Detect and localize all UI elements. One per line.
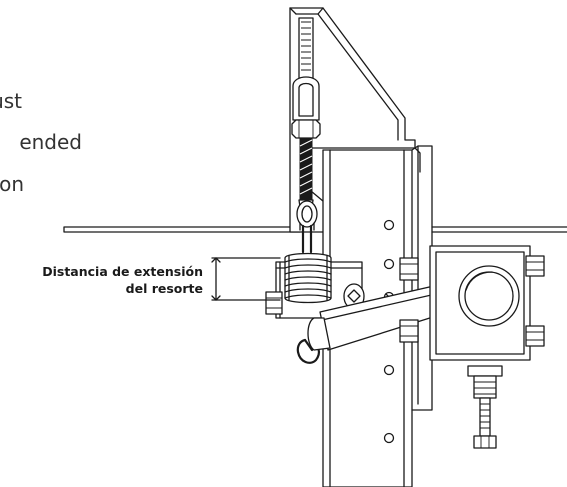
housing-bolt-left-top [399, 257, 419, 281]
adjuster-bolt [467, 365, 503, 449]
housing-bolt-right-bottom [525, 325, 545, 347]
block-bolt-head [265, 291, 283, 315]
intro-line-3: on [0, 172, 24, 196]
column-hole-5 [383, 432, 395, 444]
cable-thimble [296, 200, 318, 231]
eye-bolt [291, 17, 321, 139]
adjuster-bolt-head [473, 435, 497, 449]
horizontal-beam [63, 226, 567, 233]
extension-callout: Distancia de extensión del resorte [42, 264, 203, 296]
housing-bolt-right-top [525, 255, 545, 277]
gearbox-housing [399, 245, 545, 361]
column-hole-1 [383, 219, 395, 231]
intro-line-2: ended [19, 130, 82, 154]
extension-spring [284, 252, 332, 304]
callout-line-1: Distancia de extensión [42, 264, 203, 279]
eye-bolt-nut [291, 119, 321, 139]
intro-line-1: ust [0, 89, 22, 113]
callout-line-2: del resorte [126, 281, 203, 296]
column-hole-2 [383, 258, 395, 270]
shaft-collar [458, 265, 520, 327]
housing-bolt-left-bottom [399, 319, 419, 343]
extension-dimension [211, 257, 281, 301]
column-hole-4 [383, 364, 395, 376]
intro-text: ust ended on [0, 89, 82, 196]
